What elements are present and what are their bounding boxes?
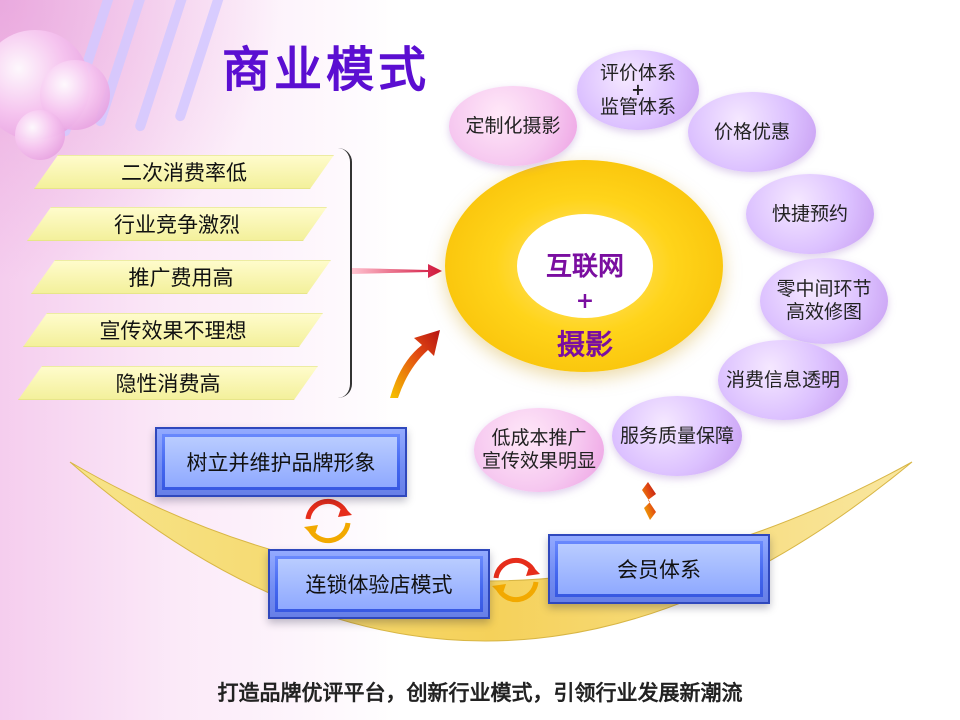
bubble-low-cost-promotion: 低成本推广 宣传效果明显 xyxy=(474,408,604,492)
bubble-service-quality: 服务质量保障 xyxy=(612,396,742,476)
problem-item: 隐性消费高 xyxy=(18,366,318,400)
box-membership-system-label: 会员体系 xyxy=(558,544,760,594)
hub-text-plus: + xyxy=(575,288,595,314)
hub-text-photography: 摄影 xyxy=(556,328,613,361)
bubble-transparent-info: 消费信息透明 xyxy=(718,340,848,420)
problem-item: 推广费用高 xyxy=(31,260,331,294)
box-brand-image-label: 树立并维护品牌形象 xyxy=(165,437,397,487)
footer-slogan: 打造品牌优评平台，创新行业模式，引领行业发展新潮流 xyxy=(217,680,743,705)
problem-item: 宣传效果不理想 xyxy=(23,313,323,347)
bubble-no-middleman: 零中间环节 高效修图 xyxy=(760,258,888,344)
box-chain-store-model: 连锁体验店模式 xyxy=(268,549,490,619)
grouping-brace xyxy=(336,148,352,398)
problem-item: 二次消费率低 xyxy=(34,155,334,189)
bubble-price-discount: 价格优惠 xyxy=(688,92,816,172)
circular-arrows-left xyxy=(304,498,352,544)
zigzag-double-arrow xyxy=(642,482,656,520)
circular-arrows-right xyxy=(492,557,540,603)
bubble-customized-photography: 定制化摄影 xyxy=(449,86,577,166)
box-brand-image: 树立并维护品牌形象 xyxy=(155,427,407,497)
page-title: 商业模式 xyxy=(222,42,431,98)
right-arrow xyxy=(352,264,442,278)
hub-text-internet: 互联网 xyxy=(545,252,624,282)
problem-item: 行业竞争激烈 xyxy=(27,207,327,241)
decorative-flower-bubble xyxy=(15,110,65,160)
box-membership-system: 会员体系 xyxy=(548,534,770,604)
bubble-quick-booking: 快捷预约 xyxy=(746,174,874,254)
hub-center xyxy=(517,214,653,318)
upward-curved-arrow xyxy=(390,330,440,398)
bubble-evaluation-supervision: 评价体系 + 监管体系 xyxy=(577,50,699,130)
box-chain-store-model-label: 连锁体验店模式 xyxy=(278,559,480,609)
